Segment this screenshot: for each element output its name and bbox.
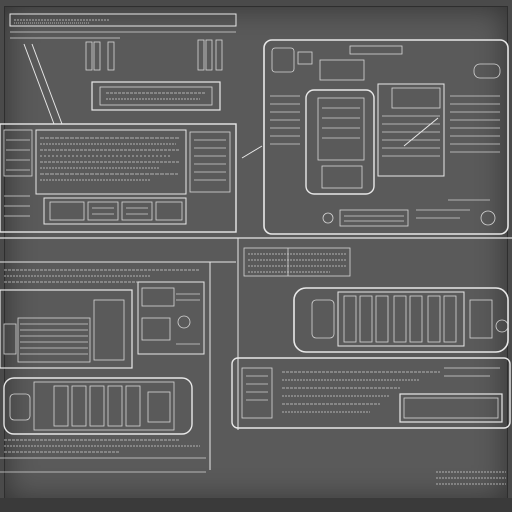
top-left-title-block [9,13,237,125]
mid-right-spec-table [243,247,351,277]
upper-right-console [241,39,509,235]
bottom-strip [0,498,512,512]
right-rack-unit [293,287,509,353]
left-device-module [0,269,206,473]
lower-right-panel [231,357,511,429]
bottom-right-legend [436,471,506,485]
vent-slats-left [85,39,223,71]
left-control-panel [0,123,237,233]
section-dividers [0,237,512,470]
